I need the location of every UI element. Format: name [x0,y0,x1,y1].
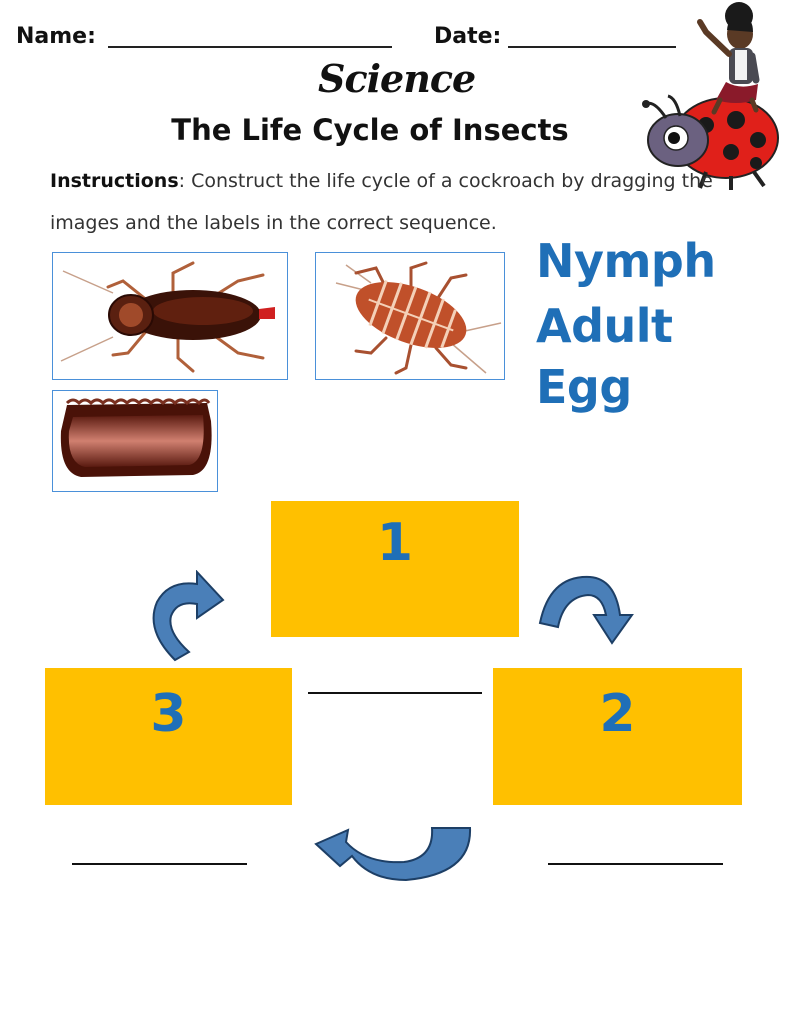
egg-case-image[interactable] [52,390,218,492]
adult-cockroach-image[interactable] [52,252,288,380]
instructions: Instructions: Construct the life cycle o… [50,160,750,244]
page-title: The Life Cycle of Insects [171,113,569,147]
answer-line-3[interactable] [72,863,247,865]
subject-title: Science [318,56,476,101]
name-label: Name: [16,24,96,49]
step-number-3: 3 [150,684,187,744]
arrow-top-right-icon [538,575,634,645]
label-nymph[interactable]: Nymph [536,234,716,288]
nymph-cockroach-image[interactable] [315,252,505,380]
cycle-box-3[interactable]: 3 [45,668,292,805]
step-number-1: 1 [376,513,414,573]
instructions-text: : Construct the life cycle of a cockroac… [50,170,713,234]
arrow-bottom-icon [314,827,472,882]
answer-line-1[interactable] [308,692,482,694]
cycle-box-1[interactable]: 1 [271,501,519,637]
answer-line-2[interactable] [548,863,723,865]
date-label: Date: [434,24,502,49]
adult-cockroach-icon [60,261,275,373]
date-blank[interactable] [508,46,676,48]
arrow-top-left-icon [152,570,225,662]
teacher-on-ladybug-icon [642,2,779,190]
instructions-label: Instructions [50,170,179,192]
label-adult[interactable]: Adult [536,299,673,353]
name-blank[interactable] [108,46,392,48]
step-number-2: 2 [599,684,636,744]
ootheca-egg-case-icon [60,398,212,477]
nymph-cockroach-icon [335,261,502,375]
label-egg[interactable]: Egg [536,360,632,414]
cycle-box-2[interactable]: 2 [493,668,742,805]
